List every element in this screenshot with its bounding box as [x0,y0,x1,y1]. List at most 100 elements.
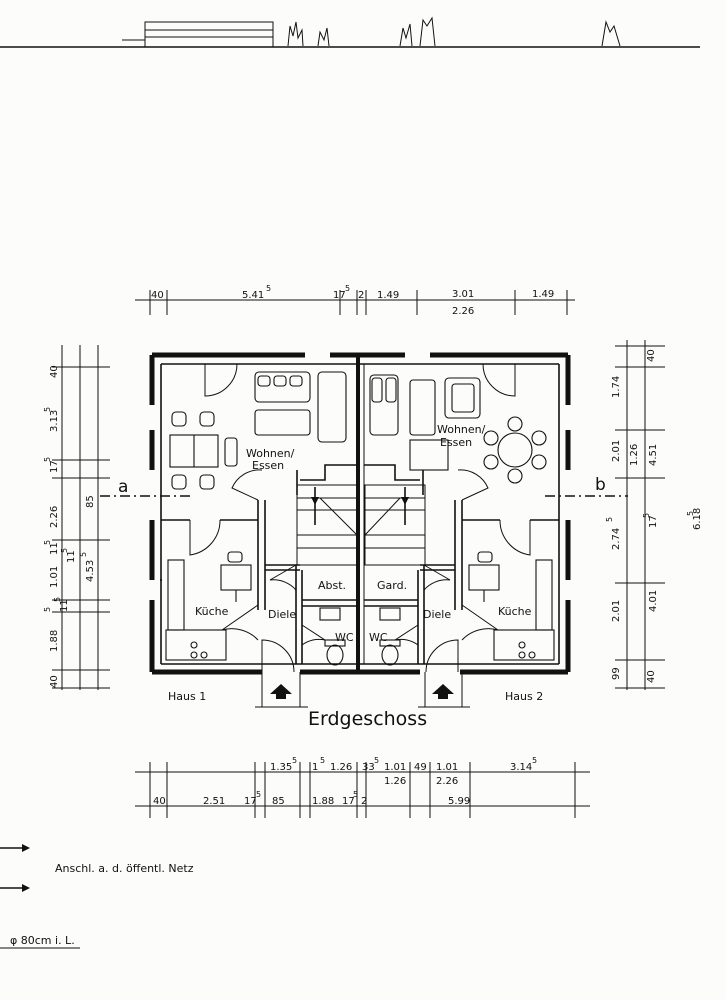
dim-top-17: 17 [333,290,346,301]
dim-bottom-40: 40 [153,796,166,807]
dim-right-126: 1.26 [629,444,640,466]
room-label-essen-2: Essen [440,436,472,449]
dim-left-11a-sup: 5 [43,540,52,545]
note-connection: Anschl. a. d. öffentl. Netz [55,862,194,875]
room-label-kueche-2: Küche [498,605,532,618]
dim-top-301: 3.01 [452,289,474,300]
room-label-essen-1: Essen [252,459,284,472]
dim-bottom-2: 2 [361,796,367,807]
dim-left-188-sup: 5 [43,607,52,612]
dim-bottom-314-sup: 5 [532,756,537,765]
dimensions-left: 40 3.13 5 17 5 2.26 85 11 5 1.01 11 5 4.… [43,345,110,690]
dim-left-11c: 11 [59,599,70,612]
room-label-wc-2: WC [369,631,388,644]
entrance-arrows [255,672,470,708]
dim-bottom-226: 2.26 [436,776,458,787]
dim-right-201b: 2.01 [611,600,622,622]
dim-left-40: 40 [49,365,60,378]
dim-left-101: 1.01 [49,566,60,588]
dim-right-99: 99 [611,667,622,680]
room-label-wohnen-2: Wohnen/ [437,423,486,436]
room-label-kueche-1: Küche [195,605,229,618]
party-wall [356,355,365,672]
dim-bottom-599: 5.99 [448,796,470,807]
dim-bottom-17b-sup: 5 [353,790,358,799]
dimensions-top: 40 5.41 5 17 5 2 1.49 3.01 2.26 1.49 [135,284,575,317]
dim-top-149a: 1.49 [377,290,399,301]
dim-right-17: 17 [648,515,659,528]
dim-top-149b: 1.49 [532,289,554,300]
dim-top-17-sup: 5 [345,284,350,293]
furniture-haus2 [369,374,555,666]
dim-left-17: 17 [49,460,60,473]
furniture-haus1 [165,371,347,666]
room-label-gard: Gard. [377,579,407,592]
room-label-wc-1: WC [335,631,354,644]
dim-bottom-135: 1.35 [270,762,292,773]
dim-bottom-251: 2.51 [203,796,225,807]
dim-right-274: 2.74 [611,528,622,550]
room-labels: Wohnen/ Essen Wohnen/ Essen Küche Küche … [195,423,532,644]
dim-bottom-188: 1.88 [312,796,334,807]
dim-bottom-85: 85 [272,796,285,807]
dim-top-541-sup: 5 [266,284,271,293]
dim-left-188: 1.88 [49,630,60,652]
dim-bottom-135-sup: 5 [292,756,297,765]
dim-right-274-sup: 5 [605,517,614,522]
dim-right-401: 4.01 [648,590,659,612]
dimensions-bottom: 1.35 5 1 5 1.26 33 5 1.01 1.26 49 1.01 2… [135,756,590,818]
plan-title: Erdgeschoss [308,708,427,730]
dimensions-right: 40 1.74 2.01 1.26 4.51 2.74 5 17 5 2.01 … [605,340,703,690]
room-label-wohnen-1: Wohnen/ [246,447,295,460]
dim-top-40: 40 [151,290,164,301]
dim-right-40b: 40 [646,670,657,683]
dim-bottom-126a: 1.26 [330,762,352,773]
site-notes: Anschl. a. d. öffentl. Netz φ 80cm i. L. [0,844,194,949]
dim-left-17-sup: 5 [43,457,52,462]
dim-right-618-sup: 5 [686,511,695,516]
dim-left-453-sup: 5 [79,552,88,557]
dim-right-17-sup: 5 [642,513,651,518]
dim-bottom-17b: 17 [342,796,355,807]
interior-walls-haus1 [160,464,358,664]
dim-top-2: 2 [358,290,364,301]
dim-left-226: 2.26 [49,506,60,528]
staircase-haus1 [296,484,358,566]
dim-top-541: 5.41 [242,290,264,301]
dim-bottom-17a: 17 [244,796,257,807]
dim-left-40b: 40 [49,675,60,688]
dim-bottom-101a: 1.01 [384,762,406,773]
shrub-icon [287,16,621,47]
dim-bottom-33-sup: 5 [374,756,379,765]
section-line: a b [100,475,628,497]
dim-left-85: 85 [85,495,96,508]
dim-bottom-1: 1 [312,762,318,773]
dim-left-313: 3.13 [49,410,60,432]
dim-bottom-1-sup: 5 [320,756,325,765]
section-marker-a: a [118,477,128,497]
dim-left-11a: 11 [49,542,60,555]
dim-bottom-33: 33 [362,762,375,773]
dim-right-451: 4.51 [648,444,659,466]
room-label-abst: Abst. [318,579,346,592]
dim-bottom-49: 49 [414,762,427,773]
interior-walls-haus2 [364,464,559,664]
dim-right-174: 1.74 [611,376,622,398]
dim-left-453: 4.53 [85,560,96,582]
dim-left-11b: 11 [66,550,77,563]
unit-label-haus2: Haus 2 [505,690,543,703]
room-label-diele-1: Diele [268,608,296,621]
unit-label-haus1: Haus 1 [168,690,206,703]
entrance-arrow-icon [432,684,454,699]
dim-right-201a: 2.01 [611,440,622,462]
dim-right-618: 6.18 [692,508,703,530]
dim-bottom-126b: 1.26 [384,776,406,787]
dim-bottom-17a-sup: 5 [256,790,261,799]
dim-left-11c-sup: 5 [53,597,62,602]
dim-bottom-101b: 1.01 [436,762,458,773]
dim-bottom-314: 3.14 [510,762,532,773]
entrance-arrow-icon [270,684,292,699]
ground-elevation [0,16,700,48]
